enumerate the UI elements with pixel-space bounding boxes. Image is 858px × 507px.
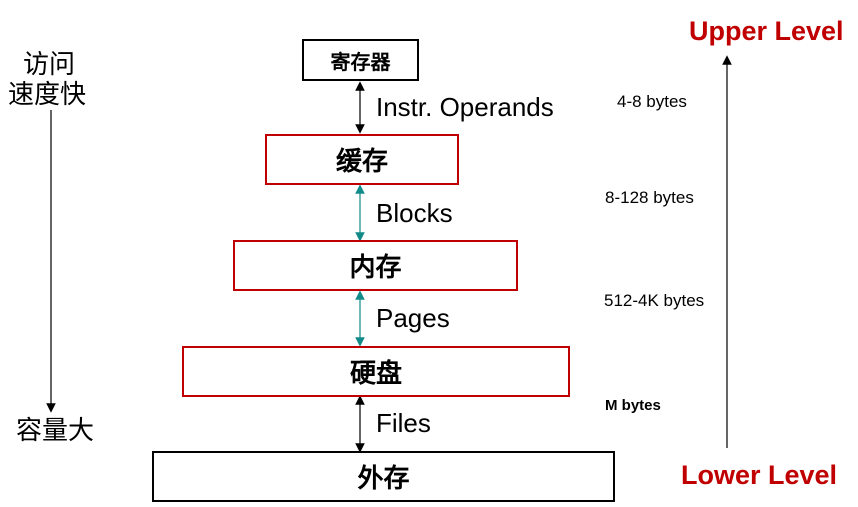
- lower-level-label: Lower Level: [681, 460, 838, 490]
- transfer-label-files: Files: [376, 408, 431, 438]
- upper-level-label: Upper Level: [689, 16, 844, 46]
- size-label-memory: 512-4K bytes: [604, 291, 705, 310]
- level-label-storage: 外存: [357, 464, 410, 494]
- level-label-registers: 寄存器: [330, 49, 391, 74]
- size-label-cache: 8-128 bytes: [605, 188, 694, 207]
- left-top-label-line1: 访问: [23, 50, 76, 80]
- level-label-disk: 硬盘: [349, 359, 402, 389]
- level-box-disk: 硬盘: [182, 346, 570, 397]
- level-box-storage: 外存: [152, 451, 615, 502]
- transfer-label-pages: Pages: [376, 303, 450, 333]
- transfer-label-instr-operands: Instr. Operands: [376, 92, 554, 122]
- level-box-memory: 内存: [233, 240, 518, 291]
- transfer-label-blocks: Blocks: [376, 198, 453, 228]
- level-label-cache: 缓存: [335, 147, 388, 177]
- size-label-disk: M bytes: [605, 397, 661, 414]
- left-bottom-label: 容量大: [16, 416, 95, 446]
- size-label-registers: 4-8 bytes: [617, 92, 687, 111]
- left-top-label-line2: 速度快: [8, 80, 87, 110]
- level-label-memory: 内存: [349, 253, 402, 283]
- level-box-cache: 缓存: [265, 134, 459, 185]
- level-box-registers: 寄存器: [302, 39, 419, 81]
